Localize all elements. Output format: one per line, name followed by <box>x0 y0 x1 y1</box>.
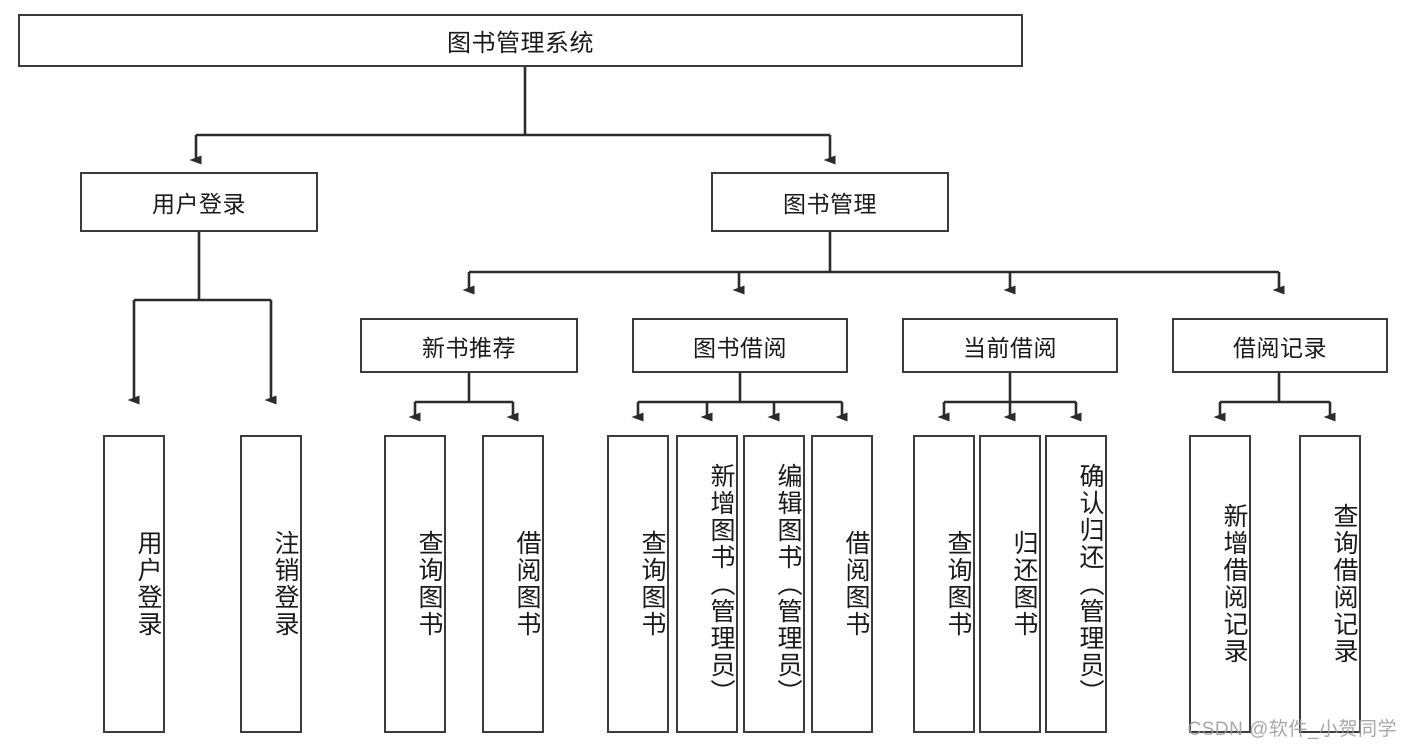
node-borrow-records[interactable]: 借阅记录 <box>1172 318 1388 373</box>
node-label: 编辑图书（管理员） <box>774 462 802 706</box>
node-label: 图书借阅 <box>693 334 787 361</box>
node-label: 当前借阅 <box>963 334 1057 361</box>
node-new-book-recommend[interactable]: 新书推荐 <box>360 318 578 373</box>
leaf-current-borrow-query-book[interactable]: 查询图书 <box>913 435 975 733</box>
leaf-book-borrow-edit-book-admin[interactable]: 编辑图书（管理员） <box>743 435 805 733</box>
node-label: 查询图书 <box>944 530 972 638</box>
node-label: 新增图书（管理员） <box>707 462 735 706</box>
leaf-book-borrow-add-book-admin[interactable]: 新增图书（管理员） <box>676 435 738 733</box>
node-label: 借阅图书 <box>842 530 870 638</box>
leaf-user-login-logout[interactable]: 注销登录 <box>240 435 302 733</box>
node-label: 借阅图书 <box>513 530 541 638</box>
node-label: 确认归还（管理员） <box>1076 462 1104 706</box>
leaf-new-book-borrow-book[interactable]: 借阅图书 <box>482 435 544 733</box>
leaf-user-login-login[interactable]: 用户登录 <box>103 435 165 733</box>
node-label: 查询图书 <box>638 530 666 638</box>
node-book-management[interactable]: 图书管理 <box>711 172 949 232</box>
leaf-book-borrow-query-book[interactable]: 查询图书 <box>607 435 669 733</box>
leaf-current-borrow-return-book[interactable]: 归还图书 <box>979 435 1041 733</box>
watermark-text: CSDN @软件_小贺同学 <box>1187 719 1397 740</box>
node-current-borrow[interactable]: 当前借阅 <box>902 318 1118 373</box>
node-user-login[interactable]: 用户登录 <box>80 172 318 232</box>
node-label: 借阅记录 <box>1233 334 1327 361</box>
node-label: 查询借阅记录 <box>1330 503 1358 665</box>
leaf-borrow-records-query-record[interactable]: 查询借阅记录 <box>1299 435 1361 733</box>
node-book-borrow[interactable]: 图书借阅 <box>632 318 848 373</box>
node-label: 查询图书 <box>415 530 443 638</box>
node-label: 新增借阅记录 <box>1220 503 1248 665</box>
leaf-new-book-query-book[interactable]: 查询图书 <box>384 435 446 733</box>
node-label: 图书管理系统 <box>447 30 594 57</box>
node-label: 新书推荐 <box>422 334 516 361</box>
node-label: 用户登录 <box>152 191 246 217</box>
node-root-book-management-system[interactable]: 图书管理系统 <box>18 14 1023 67</box>
node-label: 用户登录 <box>134 530 162 638</box>
node-label: 归还图书 <box>1010 530 1038 638</box>
node-label: 注销登录 <box>271 530 299 638</box>
node-label: 图书管理 <box>783 191 877 217</box>
leaf-book-borrow-borrow-book[interactable]: 借阅图书 <box>811 435 873 733</box>
leaf-borrow-records-add-record[interactable]: 新增借阅记录 <box>1189 435 1251 733</box>
leaf-current-borrow-confirm-return-admin[interactable]: 确认归还（管理员） <box>1045 435 1107 733</box>
